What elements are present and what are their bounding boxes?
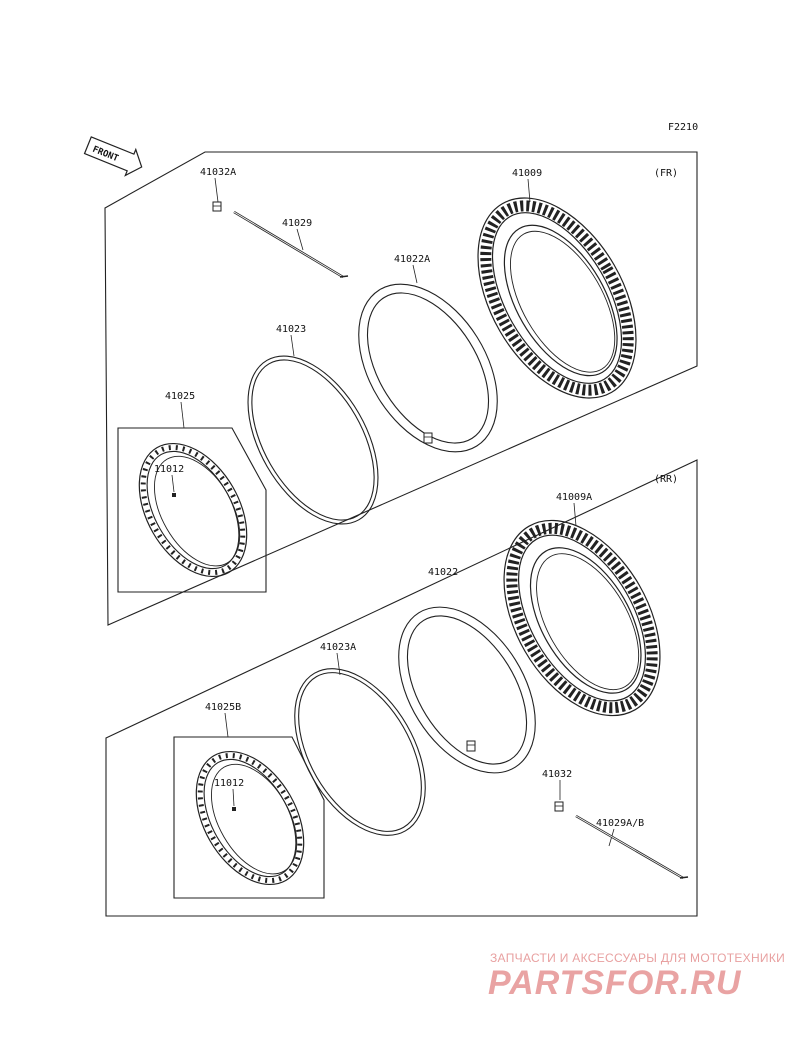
rear-rim-nut	[232, 807, 236, 811]
front-rim	[138, 442, 248, 578]
front-spoke	[233, 210, 349, 279]
label-41029: 41029	[282, 218, 312, 229]
front-rim-band	[247, 355, 379, 525]
front-tire	[477, 197, 637, 399]
label-41022A: 41022A	[394, 254, 430, 265]
front-arrow-icon: FRONT	[83, 136, 143, 177]
front-spoke-nipple	[212, 201, 222, 212]
label-41023: 41023	[276, 324, 306, 335]
front-group-label: (FR)	[654, 168, 678, 179]
rear-group-label: (RR)	[654, 474, 678, 485]
rear-tube-valve	[466, 740, 476, 752]
label-41032: 41032	[542, 769, 572, 780]
front-group-frame	[104, 151, 698, 626]
rear-spoke-nipple	[554, 801, 564, 812]
label-41029AB: 41029A/B	[596, 818, 644, 829]
rear-group-frame	[105, 459, 698, 917]
rear-tire	[503, 519, 661, 717]
label-41022: 41022	[428, 567, 458, 578]
label-41009A: 41009A	[556, 492, 592, 503]
rear-rim-band	[294, 668, 426, 836]
label-41023A: 41023A	[320, 642, 356, 653]
rear-spoke	[575, 814, 689, 880]
label-41032A: 41032A	[200, 167, 236, 178]
label-11012-front: 11012	[154, 464, 184, 475]
watermark-brand: PARTSFOR.RU	[488, 964, 742, 1002]
watermark-tagline: ЗАПЧАСТИ И АКСЕССУАРЫ ДЛЯ МОТОТЕХНИКИ	[490, 951, 785, 965]
front-inner-tube	[358, 283, 498, 453]
rear-rim	[195, 750, 305, 886]
figure-code: F2210	[668, 122, 698, 133]
label-41025: 41025	[165, 391, 195, 402]
rear-inner-tube	[398, 606, 536, 774]
front-rim-box	[117, 427, 267, 593]
front-rim-nut	[172, 493, 176, 497]
front-tube-valve	[423, 432, 433, 444]
label-41009: 41009	[512, 168, 542, 179]
label-11012-rear: 11012	[214, 778, 244, 789]
rear-rim-box	[173, 736, 325, 899]
label-41025B: 41025B	[205, 702, 241, 713]
